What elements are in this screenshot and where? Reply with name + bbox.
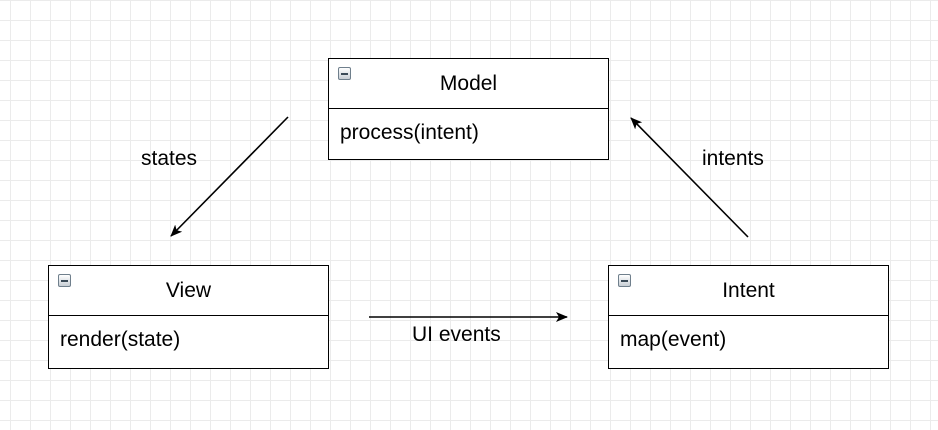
intent-member: map(event) xyxy=(620,328,727,351)
collapse-icon[interactable] xyxy=(618,274,631,287)
model-header: Model xyxy=(329,59,608,109)
intent-header: Intent xyxy=(609,266,888,316)
intents-arrow[interactable] xyxy=(630,117,749,238)
collapse-icon[interactable] xyxy=(58,274,71,287)
states-arrow[interactable] xyxy=(170,116,289,237)
view-class-box[interactable]: View render(state) xyxy=(48,265,329,369)
view-title: View xyxy=(165,278,212,302)
model-member: process(intent) xyxy=(340,121,479,144)
view-header: View xyxy=(49,266,328,316)
ui-events-edge-label[interactable]: UI events xyxy=(412,323,501,346)
intents-edge-label[interactable]: intents xyxy=(702,147,764,170)
states-edge-label[interactable]: states xyxy=(141,147,198,170)
model-class-box[interactable]: Model process(intent) xyxy=(328,58,609,160)
model-title: Model xyxy=(439,71,498,95)
collapse-icon[interactable] xyxy=(338,67,351,80)
view-member: render(state) xyxy=(60,328,181,351)
intent-title: Intent xyxy=(722,278,775,302)
intent-class-box[interactable]: Intent map(event) xyxy=(608,265,889,369)
